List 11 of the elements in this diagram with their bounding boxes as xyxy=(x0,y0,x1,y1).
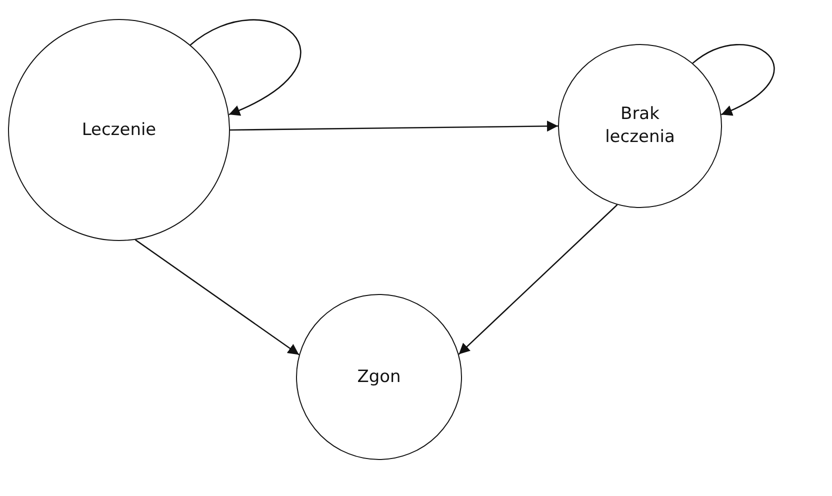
state-circle xyxy=(558,44,722,208)
state-circle xyxy=(296,294,462,460)
arrow xyxy=(230,120,558,132)
arrow xyxy=(190,19,301,116)
arrow xyxy=(458,204,618,355)
arrow xyxy=(134,239,300,356)
arrow xyxy=(692,44,775,116)
state-circle xyxy=(8,19,230,241)
state-label: Zgon xyxy=(357,366,401,388)
state-label: Brak leczenia xyxy=(604,103,676,149)
state-label: Leczenie xyxy=(82,118,156,142)
